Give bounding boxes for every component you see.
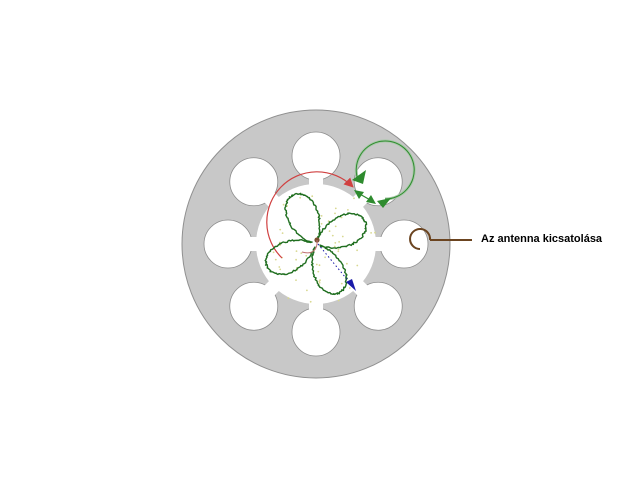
space-charge-dot	[337, 299, 340, 302]
space-charge-dot	[295, 279, 297, 281]
space-charge-dot	[306, 289, 308, 292]
space-charge-dot	[295, 258, 297, 261]
space-charge-dot	[317, 270, 320, 273]
space-charge-dot	[340, 282, 343, 285]
space-charge-dot	[274, 258, 277, 261]
space-charge-dot	[348, 287, 351, 289]
green-arrow-right	[377, 198, 391, 208]
space-charge-dot	[320, 215, 323, 217]
space-charge-dot	[334, 225, 337, 228]
space-charge-dot	[356, 264, 359, 267]
space-charge-dot	[347, 209, 349, 211]
space-charge-dot	[311, 195, 314, 198]
space-charge-dot	[334, 212, 336, 215]
space-charge-dot	[328, 230, 331, 233]
space-charge-dot	[334, 242, 337, 244]
space-charge-dot	[338, 241, 340, 243]
cathode-curve	[301, 239, 318, 254]
space-charge-dot	[353, 197, 355, 200]
green-arrow-left-tip	[354, 190, 364, 199]
space-charge-dot	[340, 216, 343, 219]
space-charge-dot	[337, 250, 340, 253]
space-charge-dot	[315, 263, 318, 266]
space-charge-dot	[374, 231, 376, 234]
blue-arrowhead	[346, 279, 356, 291]
space-charge-dot	[341, 235, 344, 238]
space-charge-dot	[309, 300, 312, 303]
space-charge-dot	[299, 196, 302, 199]
electron-trajectory	[264, 192, 368, 296]
space-charge-dot	[287, 297, 290, 300]
space-charge-dot	[300, 252, 303, 255]
antenna-loop	[409, 228, 432, 250]
space-charge-dot	[333, 245, 336, 248]
space-charge-dots	[272, 195, 376, 303]
space-charge-dot	[370, 232, 372, 234]
space-charge-dot	[318, 280, 321, 283]
space-charge-dot	[331, 234, 334, 237]
space-charge-dot	[279, 268, 282, 271]
green-arrow-right-tip	[366, 195, 376, 204]
space-charge-dot	[279, 228, 282, 231]
electron-path-arc	[266, 171, 354, 259]
antenna-coupling-label: Az antenna kicsatolása	[481, 233, 603, 245]
space-charge-dot	[318, 281, 321, 284]
space-charge-dot	[282, 203, 285, 206]
space-charge-dot	[320, 222, 323, 225]
green-arrow-up	[352, 170, 366, 184]
space-charge-dot	[356, 249, 358, 252]
interaction-space	[256, 184, 376, 304]
space-charge-dot	[324, 256, 326, 259]
space-charge-dot	[346, 262, 348, 265]
space-charge-dot	[295, 250, 298, 253]
space-charge-dot	[334, 207, 337, 210]
space-charge-dot	[278, 266, 281, 268]
space-charge-dot	[281, 232, 284, 235]
blue-dotted-line	[317, 243, 351, 284]
space-charge-dot	[272, 251, 275, 254]
green-loop-inner	[355, 140, 415, 200]
space-charge-dot	[337, 248, 340, 251]
space-charge-dot	[305, 254, 308, 257]
space-charge-dot	[318, 264, 321, 267]
